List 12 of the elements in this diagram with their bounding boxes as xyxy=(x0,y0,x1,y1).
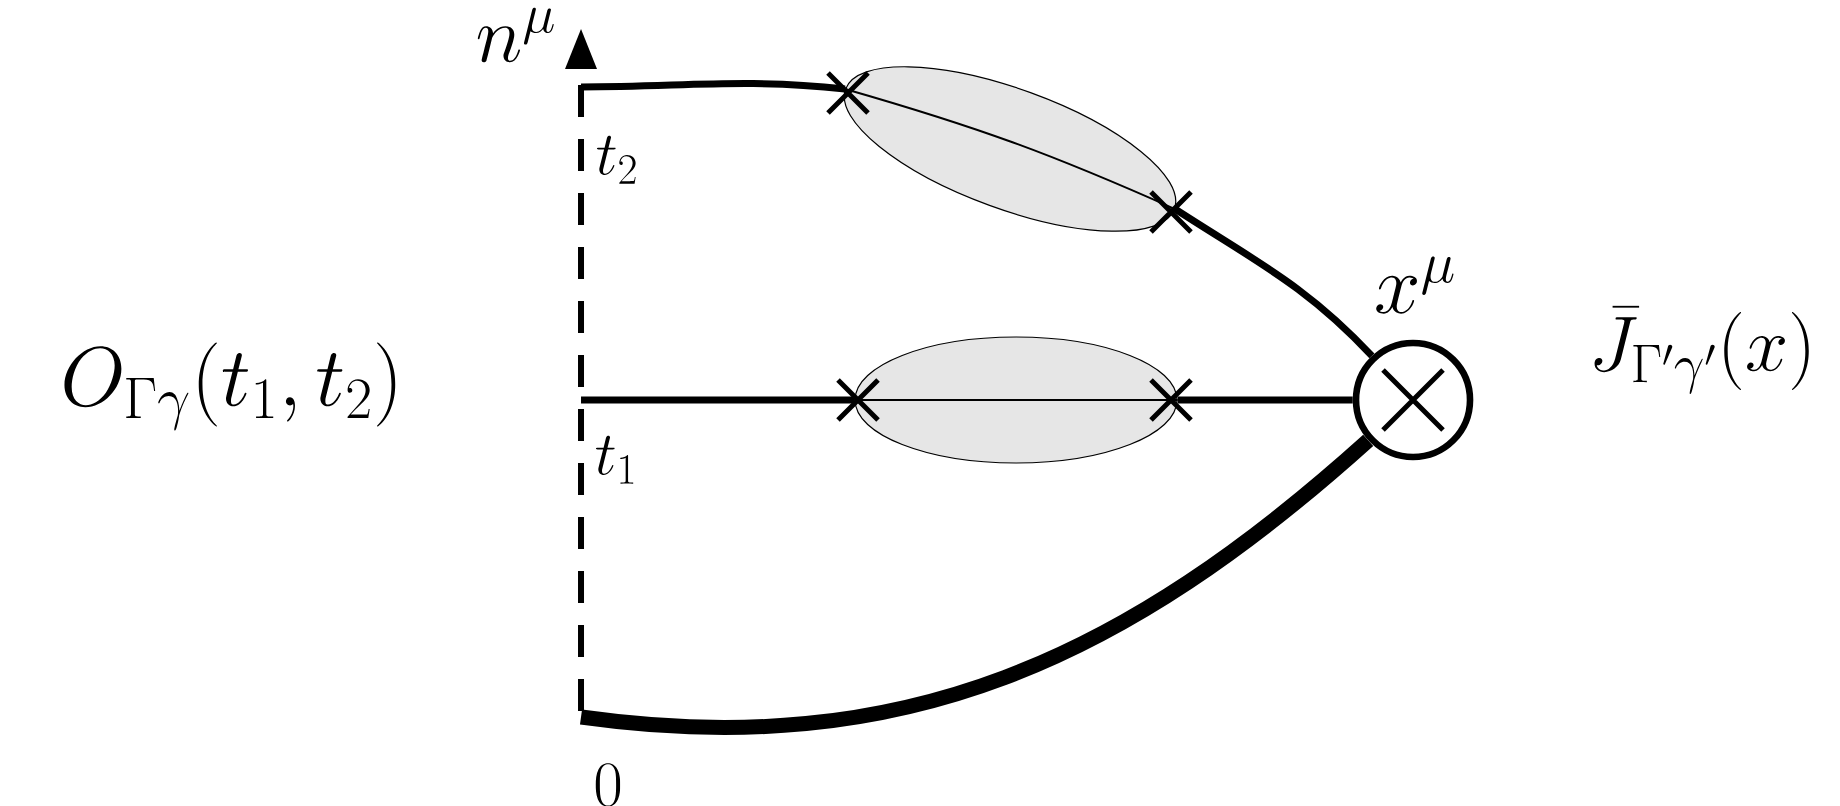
time-label: $t_1$ xyxy=(595,435,634,484)
vertex-label: $x^\mu$ xyxy=(1376,256,1454,314)
thick-line xyxy=(580,434,1374,735)
time-label: $0$ xyxy=(595,763,621,806)
operator-label: $\bar{J}_{\Gamma'\gamma'}(x)$ xyxy=(1594,305,1809,394)
axis-label: $n^\mu$ xyxy=(477,7,554,63)
line xyxy=(581,80,846,93)
time-label: $t_2$ xyxy=(596,135,636,184)
line xyxy=(1173,206,1375,359)
crossed-circle xyxy=(1352,339,1474,461)
operator-label: $O_{\Gamma\gamma}(t_1, t_2)$ xyxy=(64,342,396,431)
shaded-ellipse xyxy=(853,336,1179,464)
